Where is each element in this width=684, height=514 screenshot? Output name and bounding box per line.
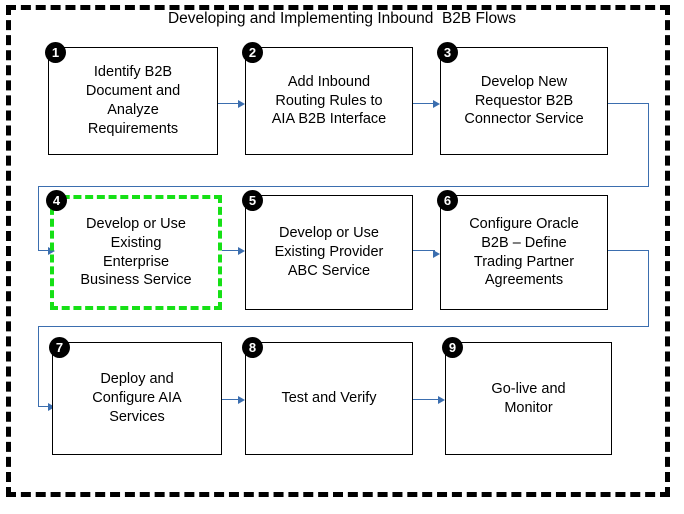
connector-7-8 (222, 399, 240, 400)
connector-3-4-seg-down2 (38, 186, 39, 250)
process-box-3-label: Develop New Requestor B2B Connector Serv… (464, 73, 584, 128)
process-box-9[interactable]: Go-live and Monitor (445, 342, 612, 455)
process-box-5[interactable]: Develop or Use Existing Provider ABC Ser… (245, 195, 413, 310)
connector-5-6 (413, 250, 435, 251)
process-box-2[interactable]: Add Inbound Routing Rules to AIA B2B Int… (245, 47, 413, 155)
process-box-5-label: Develop or Use Existing Provider ABC Ser… (274, 225, 384, 279)
step-badge-1: 1 (45, 42, 66, 63)
connector-3-4-seg-right (608, 103, 649, 104)
connector-8-9 (413, 399, 440, 400)
connector-3-4-seg-down1 (648, 103, 649, 186)
connector-3-4-seg-in (38, 250, 50, 251)
connector-6-7-seg-down1 (648, 250, 649, 326)
process-box-1-label: Identify B2B Document and Analyze Requir… (85, 64, 181, 137)
step-badge-7: 7 (49, 337, 70, 358)
process-box-8-label: Test and Verify (281, 390, 377, 407)
process-box-9-label: Go-live and Monitor (491, 380, 566, 416)
process-box-6[interactable]: Configure Oracle B2B – Define Trading Pa… (440, 195, 608, 310)
step-badge-9: 9 (442, 337, 463, 358)
step-badge-2: 2 (242, 42, 263, 63)
connector-7-8-arrowhead (238, 396, 245, 404)
connector-1-2-arrowhead (238, 100, 245, 108)
connector-4-5-arrowhead (238, 247, 245, 255)
step-badge-3: 3 (437, 42, 458, 63)
connector-2-3-arrowhead (433, 100, 440, 108)
process-box-8[interactable]: Test and Verify (245, 342, 413, 455)
connector-6-7-arrowhead (48, 403, 55, 411)
process-box-7[interactable]: Deploy and Configure AIA Services (52, 342, 222, 455)
process-box-1[interactable]: Identify B2B Document and Analyze Requir… (48, 47, 218, 155)
step-badge-6: 6 (437, 190, 458, 211)
connector-8-9-arrowhead (438, 396, 445, 404)
process-box-3[interactable]: Develop New Requestor B2B Connector Serv… (440, 47, 608, 155)
connector-6-7-seg-in (38, 406, 50, 407)
connector-6-7-seg-right (608, 250, 649, 251)
connector-4-5 (222, 250, 240, 251)
process-box-6-label: Configure Oracle B2B – Define Trading Pa… (469, 215, 579, 289)
connector-2-3 (413, 103, 435, 104)
process-box-7-label: Deploy and Configure AIA Services (92, 371, 182, 425)
process-box-4[interactable]: Develop or Use Existing Enterprise Busin… (50, 195, 222, 310)
connector-3-4-seg-left (38, 186, 649, 187)
step-badge-8: 8 (242, 337, 263, 358)
connector-6-7-seg-down2 (38, 326, 39, 406)
step-badge-4: 4 (46, 190, 67, 211)
step-badge-5: 5 (242, 190, 263, 211)
process-box-4-label: Develop or Use Existing Enterprise Busin… (80, 215, 192, 289)
connector-5-6-arrowhead (433, 250, 440, 258)
process-box-2-label: Add Inbound Routing Rules to AIA B2B Int… (271, 73, 387, 128)
connector-6-7-seg-left (38, 326, 649, 327)
outer-dashed-frame (6, 5, 670, 497)
connector-1-2 (218, 103, 240, 104)
page-title: Developing and Implementing Inbound B2B … (167, 10, 517, 27)
